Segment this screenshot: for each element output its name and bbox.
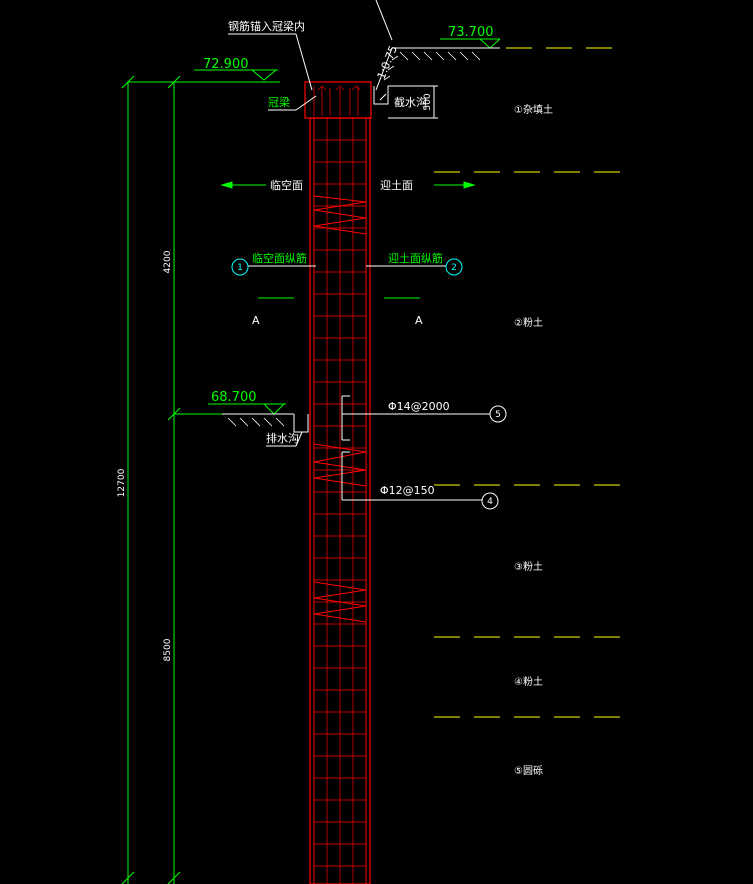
dim-total-12700: 12700 bbox=[117, 468, 127, 497]
crown-beam-label: 冠梁 bbox=[268, 95, 290, 109]
marker-1: 1 bbox=[237, 263, 243, 273]
spiral-hoop-2 bbox=[313, 443, 367, 487]
rebar-anchor-label: 钢筋锚入冠梁内 bbox=[228, 19, 305, 33]
soil-layer-3: ③粉土 bbox=[514, 560, 543, 573]
soil-boundaries bbox=[434, 47, 622, 718]
rebar-anchor-leader-2 bbox=[295, 33, 313, 91]
open-face-label: 临空面 bbox=[270, 178, 303, 192]
marker-5-circle bbox=[489, 405, 507, 423]
face-arrows bbox=[220, 181, 476, 189]
elevation-72900-marker bbox=[194, 69, 278, 81]
marker-5: 5 bbox=[495, 410, 501, 420]
rebar-12-label: Φ12@150 bbox=[380, 484, 435, 497]
slope-ratio: 1:0.75 bbox=[375, 44, 400, 82]
middle-ground bbox=[222, 413, 309, 433]
drain-top-label: 截水沟 bbox=[394, 95, 427, 109]
marker-2-circle bbox=[445, 258, 463, 276]
section-a-left: A bbox=[252, 314, 260, 327]
spiral-hoop-3 bbox=[313, 581, 367, 623]
soil-face-bar-label: 迎土面纵筋 bbox=[388, 251, 443, 265]
soil-layer-5: ⑤圆砾 bbox=[514, 764, 543, 777]
marker-2: 2 bbox=[451, 263, 457, 273]
drain-mid-label: 排水沟 bbox=[266, 431, 299, 445]
spiral-hoop-1 bbox=[313, 195, 367, 235]
soil-layer-1: ①杂填土 bbox=[514, 103, 553, 116]
top-drain bbox=[373, 85, 438, 119]
soil-face-label: 迎土面 bbox=[380, 179, 413, 192]
open-face-bar-label: 临空面纵筋 bbox=[252, 251, 307, 265]
section-a-right: A bbox=[415, 314, 423, 327]
marker-4-circle bbox=[481, 492, 499, 510]
dim-upper-4200: 4200 bbox=[163, 250, 173, 273]
elevation-68700: 68.700 bbox=[211, 390, 257, 405]
drain-mid-leader-2 bbox=[295, 431, 303, 447]
rebar-14-label: Φ14@2000 bbox=[388, 400, 450, 413]
elevation-73700: 73.700 bbox=[448, 25, 494, 40]
drain-top-dim: 500 bbox=[423, 93, 433, 110]
pile-stirrups bbox=[314, 139, 366, 867]
dim-lower-8500: 8500 bbox=[163, 638, 173, 661]
rebar-callouts bbox=[341, 395, 490, 501]
marker-1-circle bbox=[231, 258, 249, 276]
elevation-72900: 72.900 bbox=[203, 57, 249, 72]
soil-layer-2: ②粉土 bbox=[514, 316, 543, 329]
crown-beam-leader-2 bbox=[295, 95, 317, 111]
elevation-73700-marker bbox=[440, 38, 501, 49]
soil-layer-4: ④粉土 bbox=[514, 675, 543, 688]
marker-4: 4 bbox=[487, 497, 493, 507]
ground-surface-top bbox=[375, 0, 500, 91]
pile-body bbox=[309, 117, 371, 884]
dimension-lines bbox=[121, 75, 284, 884]
elevation-68700-marker bbox=[208, 403, 286, 415]
crown-beam bbox=[304, 81, 372, 119]
